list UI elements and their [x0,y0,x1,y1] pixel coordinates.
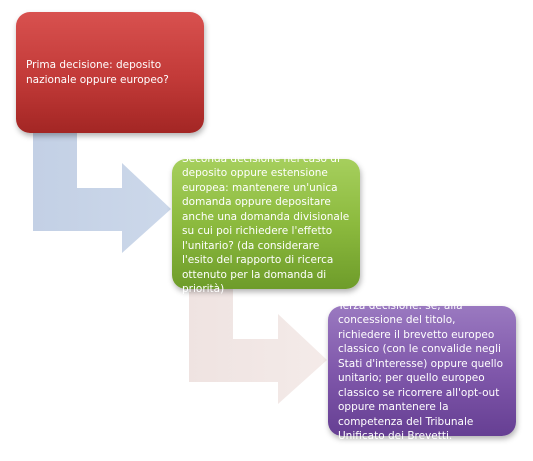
step-box-2: Seconda decisione nel caso di deposito o… [172,153,360,295]
step-box-1-text: Prima decisione: deposito nazionale oppu… [26,59,169,86]
step-box-1: Prima decisione: deposito nazionale oppu… [16,12,204,133]
step-box-2-text: Seconda decisione nel caso di deposito o… [182,152,350,296]
step-box-3: Terza decisione: se, alla concessione de… [328,300,516,442]
connector-arrow-2-to-3 [189,289,327,404]
connector-arrow-1-to-2 [33,133,171,253]
step-box-3-text: Terza decisione: se, alla concessione de… [338,299,504,443]
